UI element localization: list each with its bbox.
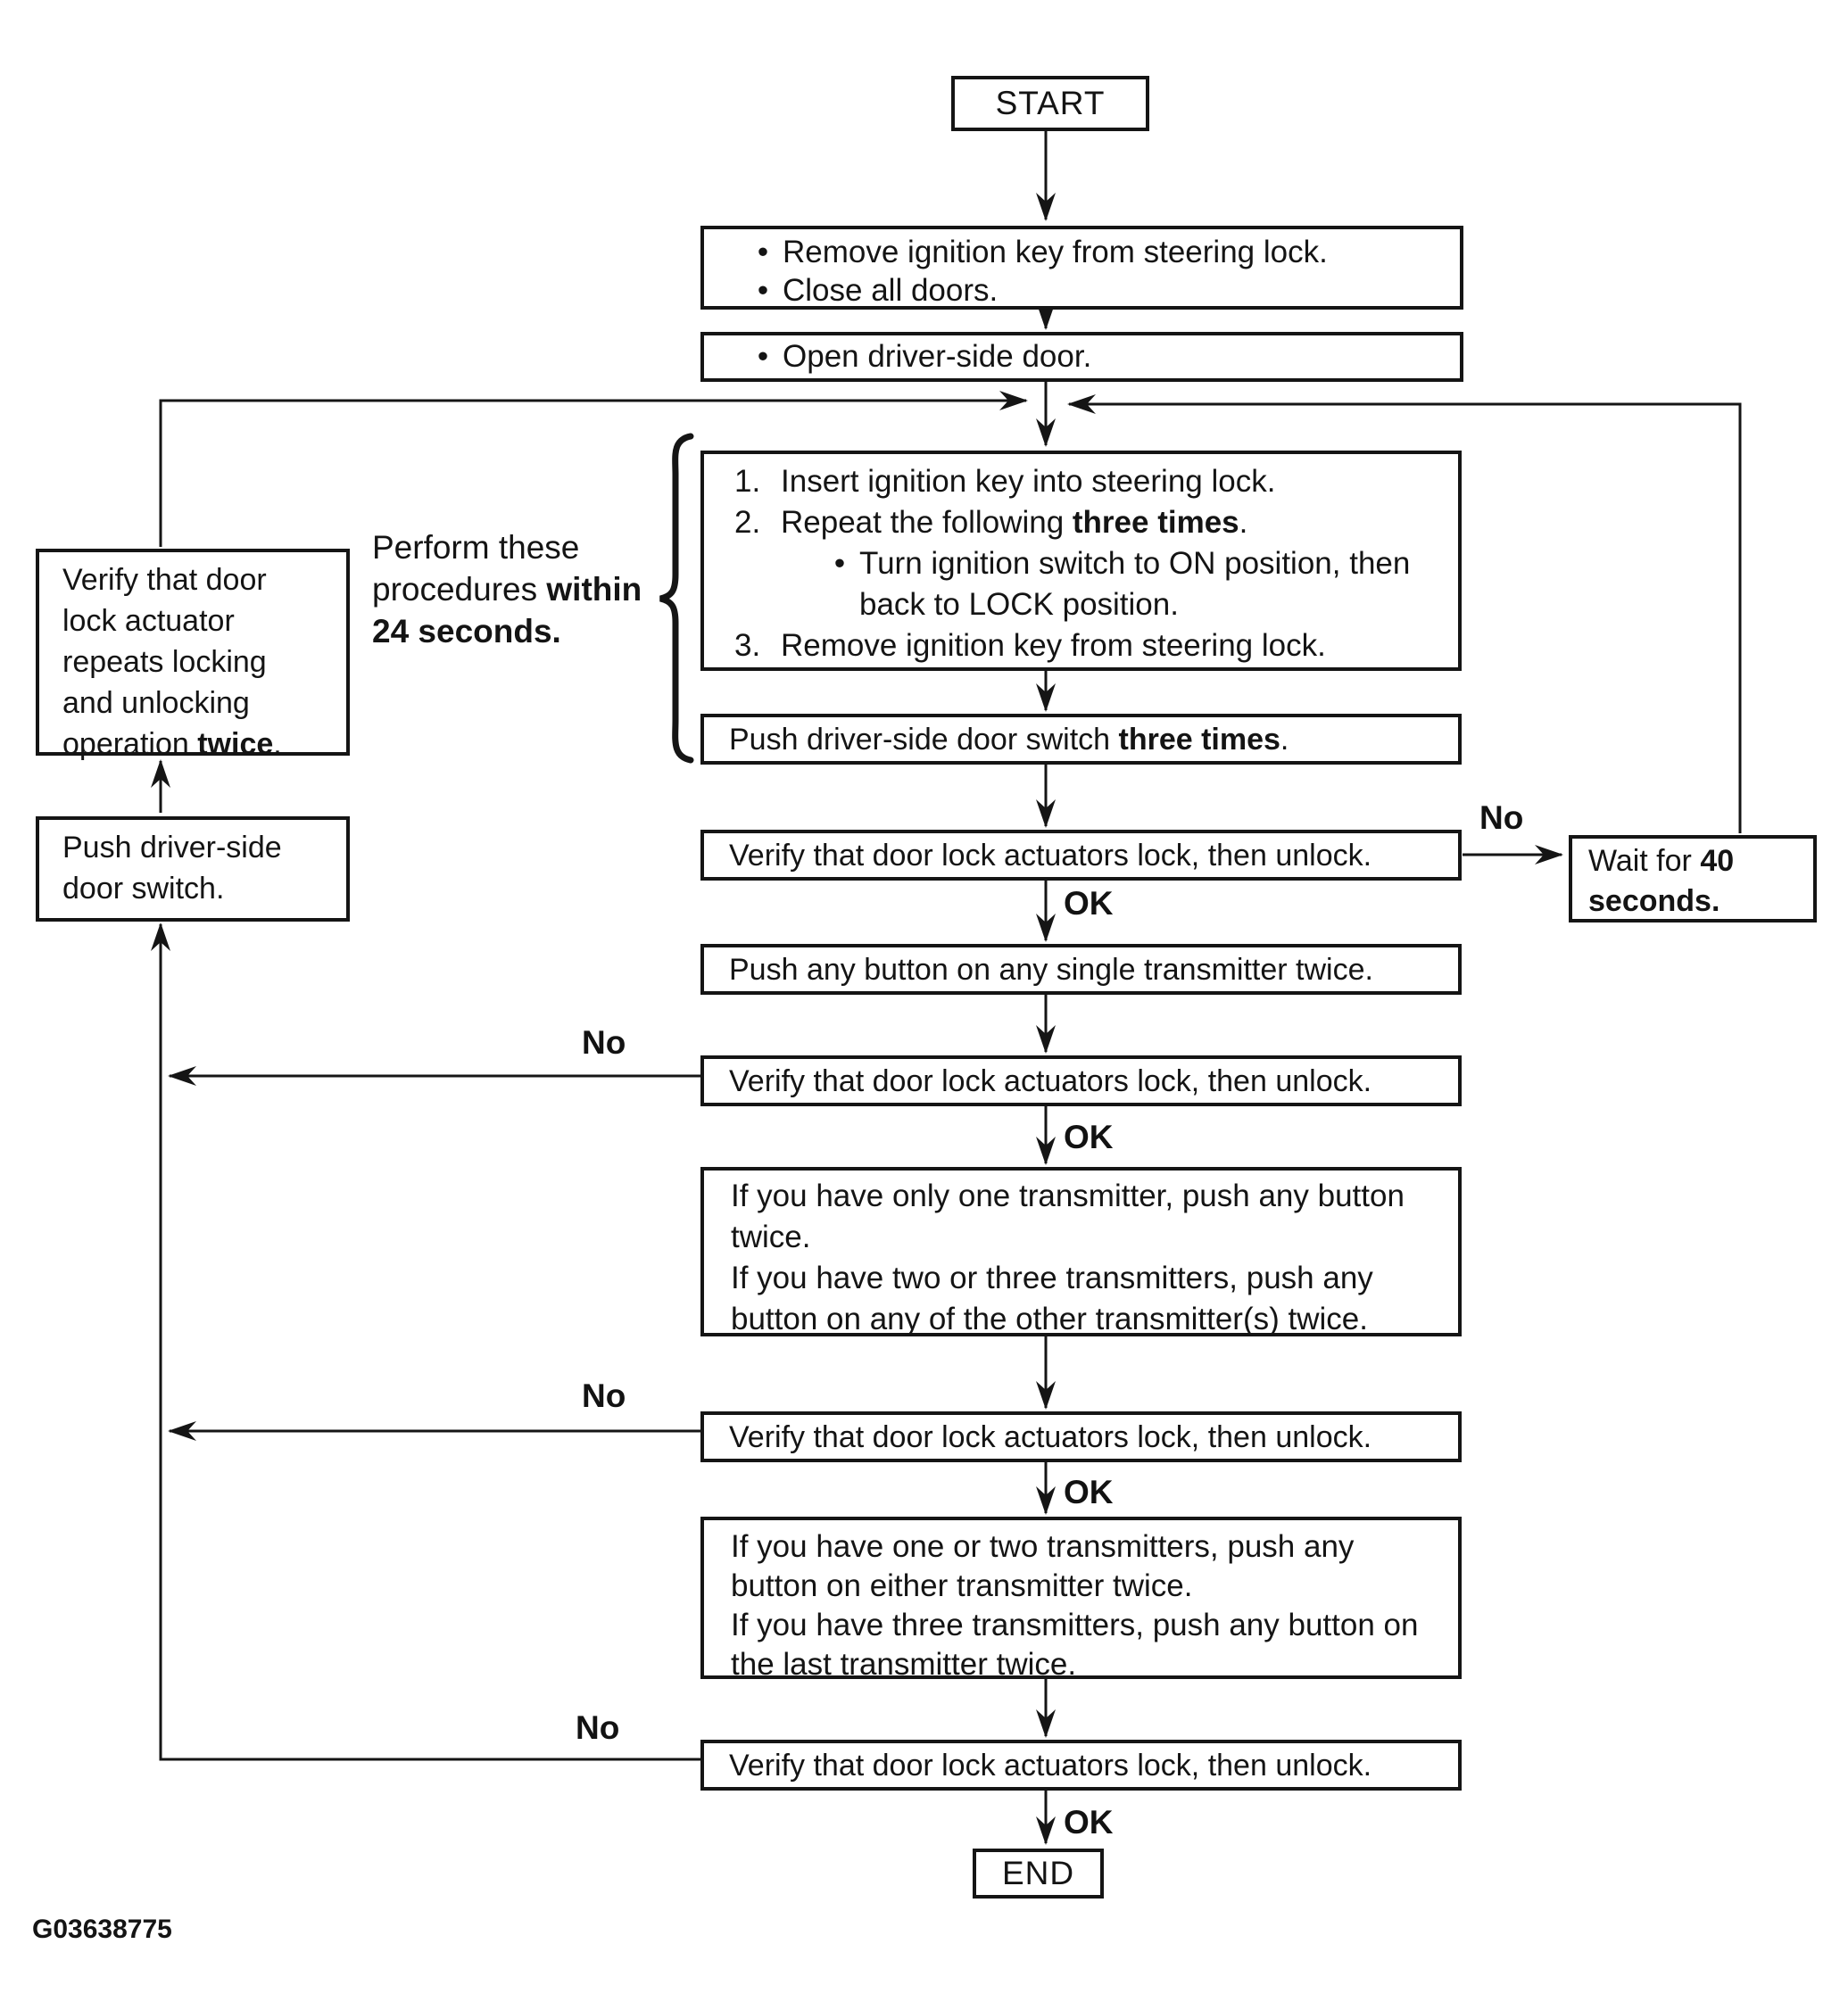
- verify-lock-unlock-box-4: Verify that door lock actuators lock, th…: [700, 1740, 1462, 1791]
- wait-bold-value: 40: [1700, 844, 1735, 878]
- verify-repeat-text: Verify that door lock actuator repeats l…: [62, 563, 282, 761]
- verify-4-text: Verify that door lock actuators lock, th…: [729, 1748, 1372, 1783]
- label-no-4: No: [576, 1709, 620, 1746]
- one-transmitter-line-2: If you have two or three transmitters, p…: [731, 1261, 1373, 1336]
- verify-2-text: Verify that door lock actuators lock, th…: [729, 1063, 1372, 1098]
- one-or-two-line-1: If you have one or two transmitters, pus…: [731, 1529, 1355, 1603]
- prepare-step-box: • Remove ignition key from steering lock…: [700, 226, 1463, 310]
- label-no-2: No: [582, 1024, 626, 1061]
- push-any-transmitter-box: Push any button on any single transmitte…: [700, 944, 1462, 995]
- verify-repeat-bold: twice: [197, 727, 274, 761]
- push-3-regular: Push driver-side door switch: [729, 722, 1119, 757]
- end-label: END: [1001, 1855, 1075, 1891]
- ignition-step-2-period: .: [1239, 505, 1248, 540]
- one-or-two-transmitters-box: If you have one or two transmitters, pus…: [700, 1517, 1462, 1682]
- end-terminal: END: [973, 1849, 1104, 1899]
- ignition-step-3-text: Remove ignition key from steering lock.: [781, 628, 1326, 663]
- label-no-1: No: [1479, 799, 1524, 836]
- timing-note-line-2-bold: within: [546, 571, 642, 608]
- timing-note-line-3-bold: 24 seconds.: [372, 613, 561, 649]
- push-door-switch-text: Push driver-side door switch.: [62, 831, 282, 906]
- ignition-step-1: 1. Insert ignition key into steering loc…: [734, 461, 1446, 502]
- verify-1-text: Verify that door lock actuators lock, th…: [729, 838, 1372, 873]
- ignition-step-3: 3. Remove ignition key from steering loc…: [734, 625, 1446, 666]
- prepare-item-2: • Close all doors.: [743, 271, 1451, 310]
- verify-repeat-period: .: [273, 727, 282, 761]
- open-door-step-box: • Open driver-side door.: [700, 332, 1463, 382]
- open-door-text: Open driver-side door.: [783, 339, 1092, 374]
- verify-repeat-box: Verify that door lock actuator repeats l…: [36, 549, 350, 761]
- step-number: 2.: [734, 505, 761, 540]
- push-any-text: Push any button on any single transmitte…: [729, 952, 1373, 987]
- push-door-switch-three-times-box: Push driver-side door switch three times…: [700, 714, 1462, 765]
- verify-repeat-regular: Verify that door lock actuator repeats l…: [62, 563, 267, 761]
- label-ok-1: OK: [1064, 885, 1114, 922]
- one-transmitter-box: If you have only one transmitter, push a…: [700, 1167, 1462, 1336]
- bullet-icon: •: [757, 235, 769, 269]
- ignition-cycle-box: 1. Insert ignition key into steering loc…: [700, 451, 1462, 671]
- verify-lock-unlock-box-1: Verify that door lock actuators lock, th…: [700, 830, 1462, 881]
- one-or-two-line-2: If you have three transmitters, push any…: [731, 1608, 1419, 1682]
- prepare-item-1: • Remove ignition key from steering lock…: [743, 233, 1451, 271]
- figure-code: G03638775: [32, 1915, 172, 1944]
- bullet-icon: •: [757, 273, 769, 308]
- ignition-sub-step-line-2: back to LOCK position.: [859, 587, 1179, 622]
- ignition-sub-step: • Turn ignition switch to ON position, t…: [820, 543, 1446, 584]
- bullet-icon: •: [757, 339, 769, 374]
- push-3-bold: three times: [1118, 722, 1280, 757]
- push-3-period: .: [1280, 722, 1289, 757]
- timing-note-line-2-regular: procedures: [372, 571, 547, 608]
- wait-regular: Wait for: [1588, 844, 1701, 878]
- push-3-text: Push driver-side door switch three times…: [729, 719, 1289, 760]
- prepare-item-1-text: Remove ignition key from steering lock.: [783, 235, 1328, 269]
- label-no-3: No: [582, 1377, 626, 1414]
- one-transmitter-line-1: If you have only one transmitter, push a…: [731, 1179, 1405, 1254]
- bullet-icon: •: [833, 546, 846, 581]
- start-label: START: [995, 85, 1106, 121]
- prepare-item-2-text: Close all doors.: [783, 273, 999, 308]
- label-ok-2: OK: [1064, 1119, 1114, 1155]
- verify-lock-unlock-box-2: Verify that door lock actuators lock, th…: [700, 1055, 1462, 1106]
- ignition-sub-step-line-1: Turn ignition switch to ON position, the…: [859, 546, 1411, 581]
- verify-3-text: Verify that door lock actuators lock, th…: [729, 1419, 1372, 1454]
- ignition-step-2-text: Repeat the following three times.: [781, 502, 1247, 543]
- timing-note-line-1: Perform these: [372, 529, 580, 566]
- step-number: 3.: [734, 628, 761, 663]
- ignition-step-2: 2. Repeat the following three times.: [734, 502, 1446, 543]
- wait-40-seconds-box: Wait for 40 seconds.: [1569, 835, 1817, 922]
- wait-bold-unit: seconds.: [1588, 884, 1720, 918]
- label-ok-4: OK: [1064, 1804, 1114, 1841]
- timing-brace: [659, 433, 694, 764]
- ignition-step-1-text: Insert ignition key into steering lock.: [781, 464, 1276, 499]
- step-number: 1.: [734, 464, 761, 499]
- timing-note-line-3: 24 seconds.: [372, 610, 667, 652]
- verify-lock-unlock-box-3: Verify that door lock actuators lock, th…: [700, 1411, 1462, 1462]
- ignition-step-2-regular: Repeat the following: [781, 505, 1073, 540]
- start-terminal: START: [951, 76, 1149, 131]
- push-door-switch-box: Push driver-side door switch.: [36, 816, 350, 922]
- timing-note-line-2: procedures within: [372, 568, 667, 610]
- timing-note: Perform these procedures within 24 secon…: [372, 526, 667, 652]
- label-ok-3: OK: [1064, 1474, 1114, 1510]
- ignition-step-2-bold: three times: [1072, 505, 1239, 540]
